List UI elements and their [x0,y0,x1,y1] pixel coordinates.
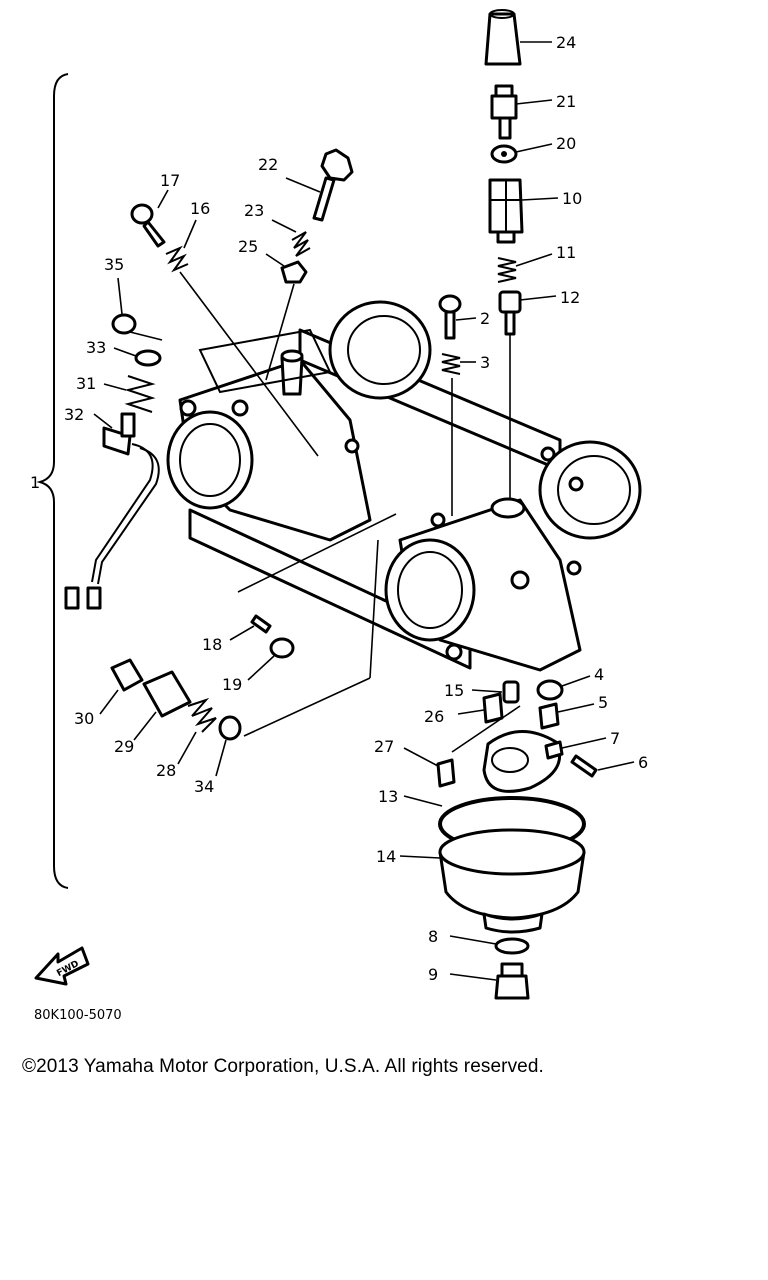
callout-23: 23 [244,201,264,220]
part-34: 34 [194,539,379,796]
callout-26: 26 [424,707,444,726]
part-15: 15 [444,680,520,704]
callout-7: 7 [610,729,620,748]
callout-6: 6 [638,753,648,772]
part-18: 18 [202,513,397,654]
part-29: 29 [114,670,192,756]
assembly-bracket: 1 [30,73,69,889]
part-3: 3 [441,353,490,516]
part-17: 17 [130,171,180,248]
callout-24: 24 [556,33,576,52]
part-12: 12 [498,288,580,498]
callout-5: 5 [598,693,608,712]
callout-19: 19 [222,675,242,694]
part-16: 16 [165,199,319,457]
callout-32: 32 [64,405,84,424]
callout-31: 31 [76,374,96,393]
callout-27: 27 [374,737,394,756]
part-30: 30 [74,658,144,728]
float [451,705,562,793]
callout-4: 4 [594,665,604,684]
part-6: 6 [570,753,648,778]
part-25: 25 [238,237,308,381]
callout-14: 14 [376,847,396,866]
callout-10: 10 [562,189,582,208]
callout-21: 21 [556,92,576,111]
part-10: 10 [488,178,582,244]
part-9: 9 [428,962,530,1000]
part-7: 7 [544,729,620,760]
part-20: 20 [490,134,576,164]
fwd-arrow-icon: FWD [34,946,90,986]
callout-20: 20 [556,134,576,153]
callout-17: 17 [160,171,180,190]
part-33: 33 [86,331,163,367]
carburetor-exploded-diagram: 1 [30,9,648,1000]
part-31: 31 [76,374,156,413]
part-32: 32 [64,405,160,610]
assembly-label: 1 [30,473,40,492]
callout-12: 12 [560,288,580,307]
part-8: 8 [428,927,530,955]
callout-34: 34 [194,777,214,796]
callout-28: 28 [156,761,176,780]
part-2: 2 [438,294,490,340]
part-19: 19 [222,637,295,694]
part-24: 24 [484,9,576,66]
callout-13: 13 [378,787,398,806]
callout-22: 22 [258,155,278,174]
callout-30: 30 [74,709,94,728]
callout-29: 29 [114,737,134,756]
callout-35: 35 [104,255,124,274]
drawing-code: 80K100-5070 [34,1008,122,1023]
part-22: 22 [258,148,354,222]
callout-18: 18 [202,635,222,654]
callout-33: 33 [86,338,106,357]
part-5: 5 [538,693,608,730]
callout-3: 3 [480,353,490,372]
part-23: 23 [244,201,311,257]
part-21: 21 [490,84,576,140]
callout-15: 15 [444,681,464,700]
callout-11: 11 [556,243,576,262]
callout-9: 9 [428,965,438,984]
part-27: 27 [374,737,456,788]
part-4: 4 [536,665,604,701]
part-35: 35 [104,255,137,335]
callout-16: 16 [190,199,210,218]
copyright-notice: ©2013 Yamaha Motor Corporation, U.S.A. A… [22,1056,544,1077]
part-28: 28 [156,697,217,780]
carburetor-body [166,300,642,672]
part-11: 11 [497,243,576,283]
callout-25: 25 [238,237,258,256]
part-14: 14 [376,828,586,934]
callout-2: 2 [480,309,490,328]
callout-8: 8 [428,927,438,946]
